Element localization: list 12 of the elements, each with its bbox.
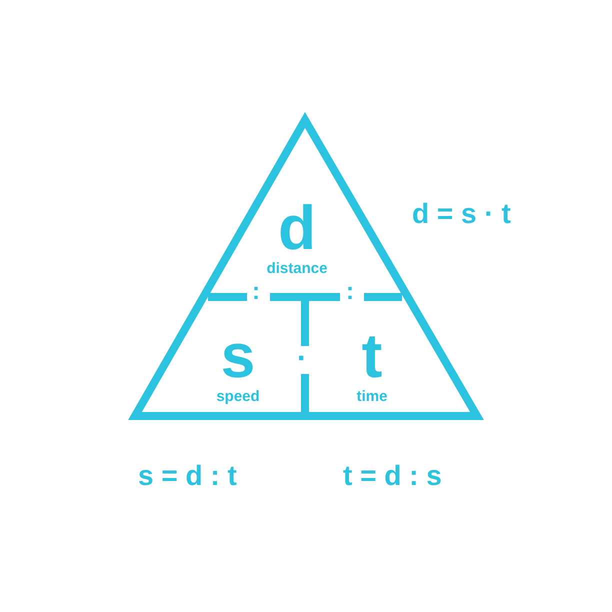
formula: d = s · t	[412, 200, 511, 228]
formula: s = d : t	[138, 462, 237, 490]
variable-letter: t	[362, 326, 382, 388]
operator-symbol: :	[252, 280, 260, 304]
operator-symbol: ·	[297, 344, 307, 374]
formula: t = d : s	[343, 462, 442, 490]
variable-name: distance	[266, 260, 328, 278]
variable-letter: d	[278, 198, 316, 260]
variable-name: time	[356, 388, 388, 406]
operator-symbol: :	[346, 280, 354, 304]
variable-name: speed	[216, 388, 260, 406]
variable-letter: s	[220, 326, 256, 388]
